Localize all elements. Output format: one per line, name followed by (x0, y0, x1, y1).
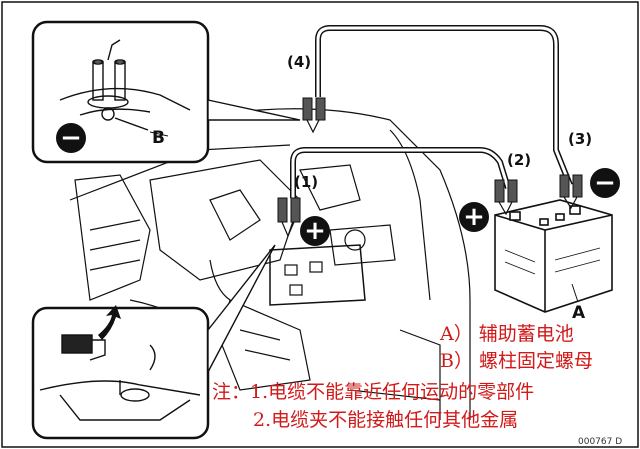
leader-a (571, 283, 579, 303)
jumper-cables (290, 25, 573, 198)
arrow-up-icon (98, 305, 121, 340)
note-nut: B） 螺柱固定螺母 (440, 350, 594, 372)
cable-clamps (277, 97, 583, 223)
plus-icon: + (459, 202, 489, 232)
part-label-b: B (152, 128, 165, 148)
cable-label-2: (2) (507, 151, 532, 169)
part-label-a: A (572, 303, 586, 323)
auxiliary-battery (494, 199, 613, 313)
note-battery: A） 辅助蓄电池 (440, 323, 574, 345)
figure-code: 000767 D (578, 437, 623, 447)
note-caution-1: 注：1.电缆不能靠近任何运动的零部件 (212, 381, 535, 403)
minus-icon: − (590, 168, 620, 198)
terminal-cover (61, 334, 93, 354)
cable-label-3: (3) (568, 130, 593, 148)
minus-icon: − (56, 123, 86, 153)
note-caution-2: 2.电缆夹不能接触任何其他金属 (253, 409, 519, 431)
cable-label-1: (1) (294, 173, 319, 191)
cable-label-4: (4) (287, 53, 312, 71)
plus-icon: + (300, 216, 330, 246)
engine-bay-art (59, 108, 471, 420)
inset-clamp (31, 306, 210, 440)
